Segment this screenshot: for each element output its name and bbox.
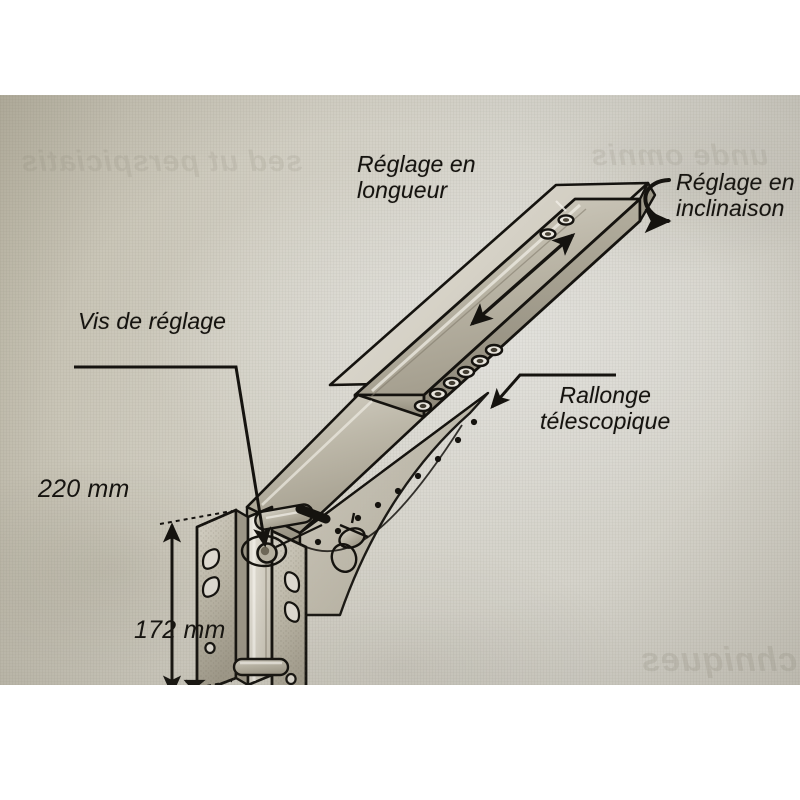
lower-cross-tube <box>232 657 290 677</box>
tilt-arrow-icon <box>643 178 672 234</box>
dimension-label-depth: 172 mm <box>134 616 226 644</box>
wall-mount-bracket <box>195 503 369 685</box>
support-gusset <box>298 391 490 617</box>
length-arrow-icon <box>469 233 576 326</box>
photo-area: sed ut perspiciatis unde omnis chniques <box>0 95 800 685</box>
leader-vis-de-reglage <box>74 365 272 548</box>
callout-label-vis-de-reglage: Vis de réglage <box>78 308 227 334</box>
callout-label-reglage-longueur: Réglage en longueur <box>357 151 476 203</box>
slot-holes-left <box>201 548 221 655</box>
wall-plate-right <box>270 529 308 685</box>
callout-label-reglage-inclinaison: Réglage en inclinaison <box>676 169 795 221</box>
upper-pivot-tube <box>254 503 331 531</box>
wall-plate-left <box>195 508 250 685</box>
dimension-220mm <box>159 510 233 685</box>
callout-label-rallonge-telescopique: Rallonge télescopique <box>540 382 671 434</box>
leader-rallonge <box>490 373 616 409</box>
hand-knob <box>330 512 369 574</box>
bracket-drawing <box>74 178 672 685</box>
dimension-label-height: 220 mm <box>38 475 130 503</box>
